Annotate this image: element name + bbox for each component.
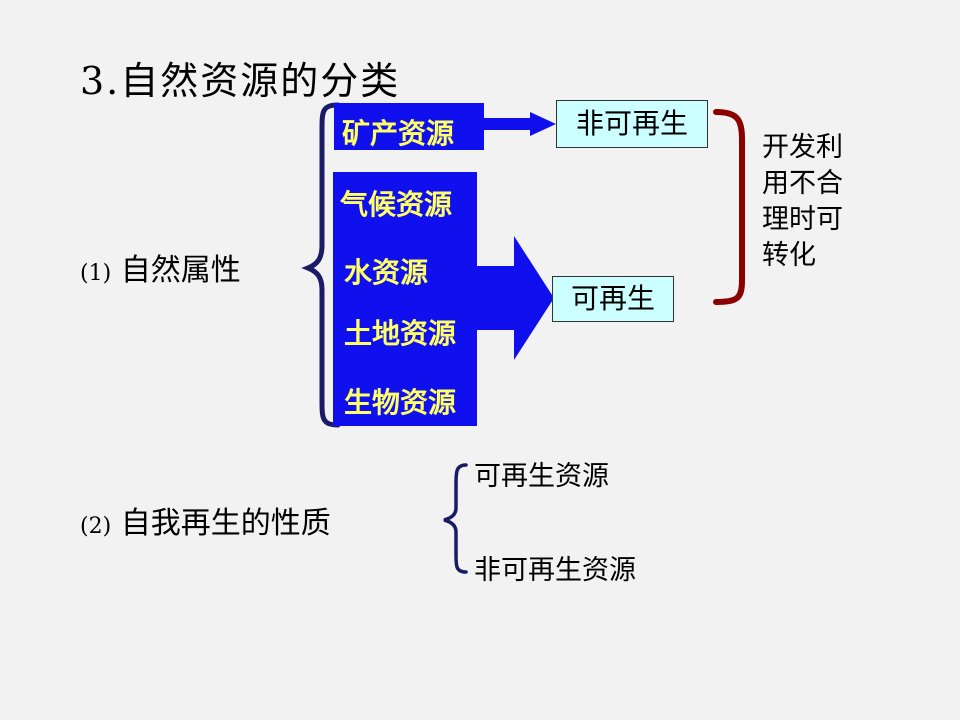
- left-brace-section2: [443, 463, 468, 574]
- conversion-note: 开发利 用不合 理时可 转化: [762, 130, 862, 274]
- resource-water: 水资源: [344, 256, 429, 289]
- resource-climate: 气候资源: [340, 188, 453, 221]
- arrow-renewable: [477, 236, 554, 360]
- note-line: 转化: [762, 240, 816, 271]
- renewable-box: 可再生: [552, 276, 674, 322]
- note-line: 开发利: [762, 132, 843, 163]
- section2-label: (2) 自我再生的性质: [80, 498, 331, 542]
- section1-label: (1) 自然属性: [80, 245, 241, 289]
- non-renewable-box: 非可再生: [556, 100, 708, 148]
- section1-title: 自然属性: [120, 253, 241, 288]
- resource-land: 土地资源: [344, 317, 457, 350]
- left-brace-section1: [301, 102, 341, 428]
- right-brace-conversion: [713, 109, 745, 305]
- note-line: 用不合: [762, 168, 843, 199]
- renewable-resource-box: [333, 172, 477, 426]
- arrow-nonrenewable: [484, 112, 556, 136]
- section1-number: (1): [80, 261, 112, 286]
- mineral-resource-box: [334, 103, 484, 150]
- section2-number: (2): [80, 514, 112, 539]
- section2-title: 自我再生的性质: [120, 506, 331, 541]
- resource-mineral: 矿产资源: [342, 117, 455, 150]
- page-title: 3.自然资源的分类: [80, 59, 401, 103]
- section2-item-non-renewable: 非可再生资源: [474, 555, 636, 586]
- section2-item-renewable: 可再生资源: [474, 461, 609, 492]
- resource-biological: 生物资源: [344, 386, 457, 419]
- note-line: 理时可: [762, 204, 843, 235]
